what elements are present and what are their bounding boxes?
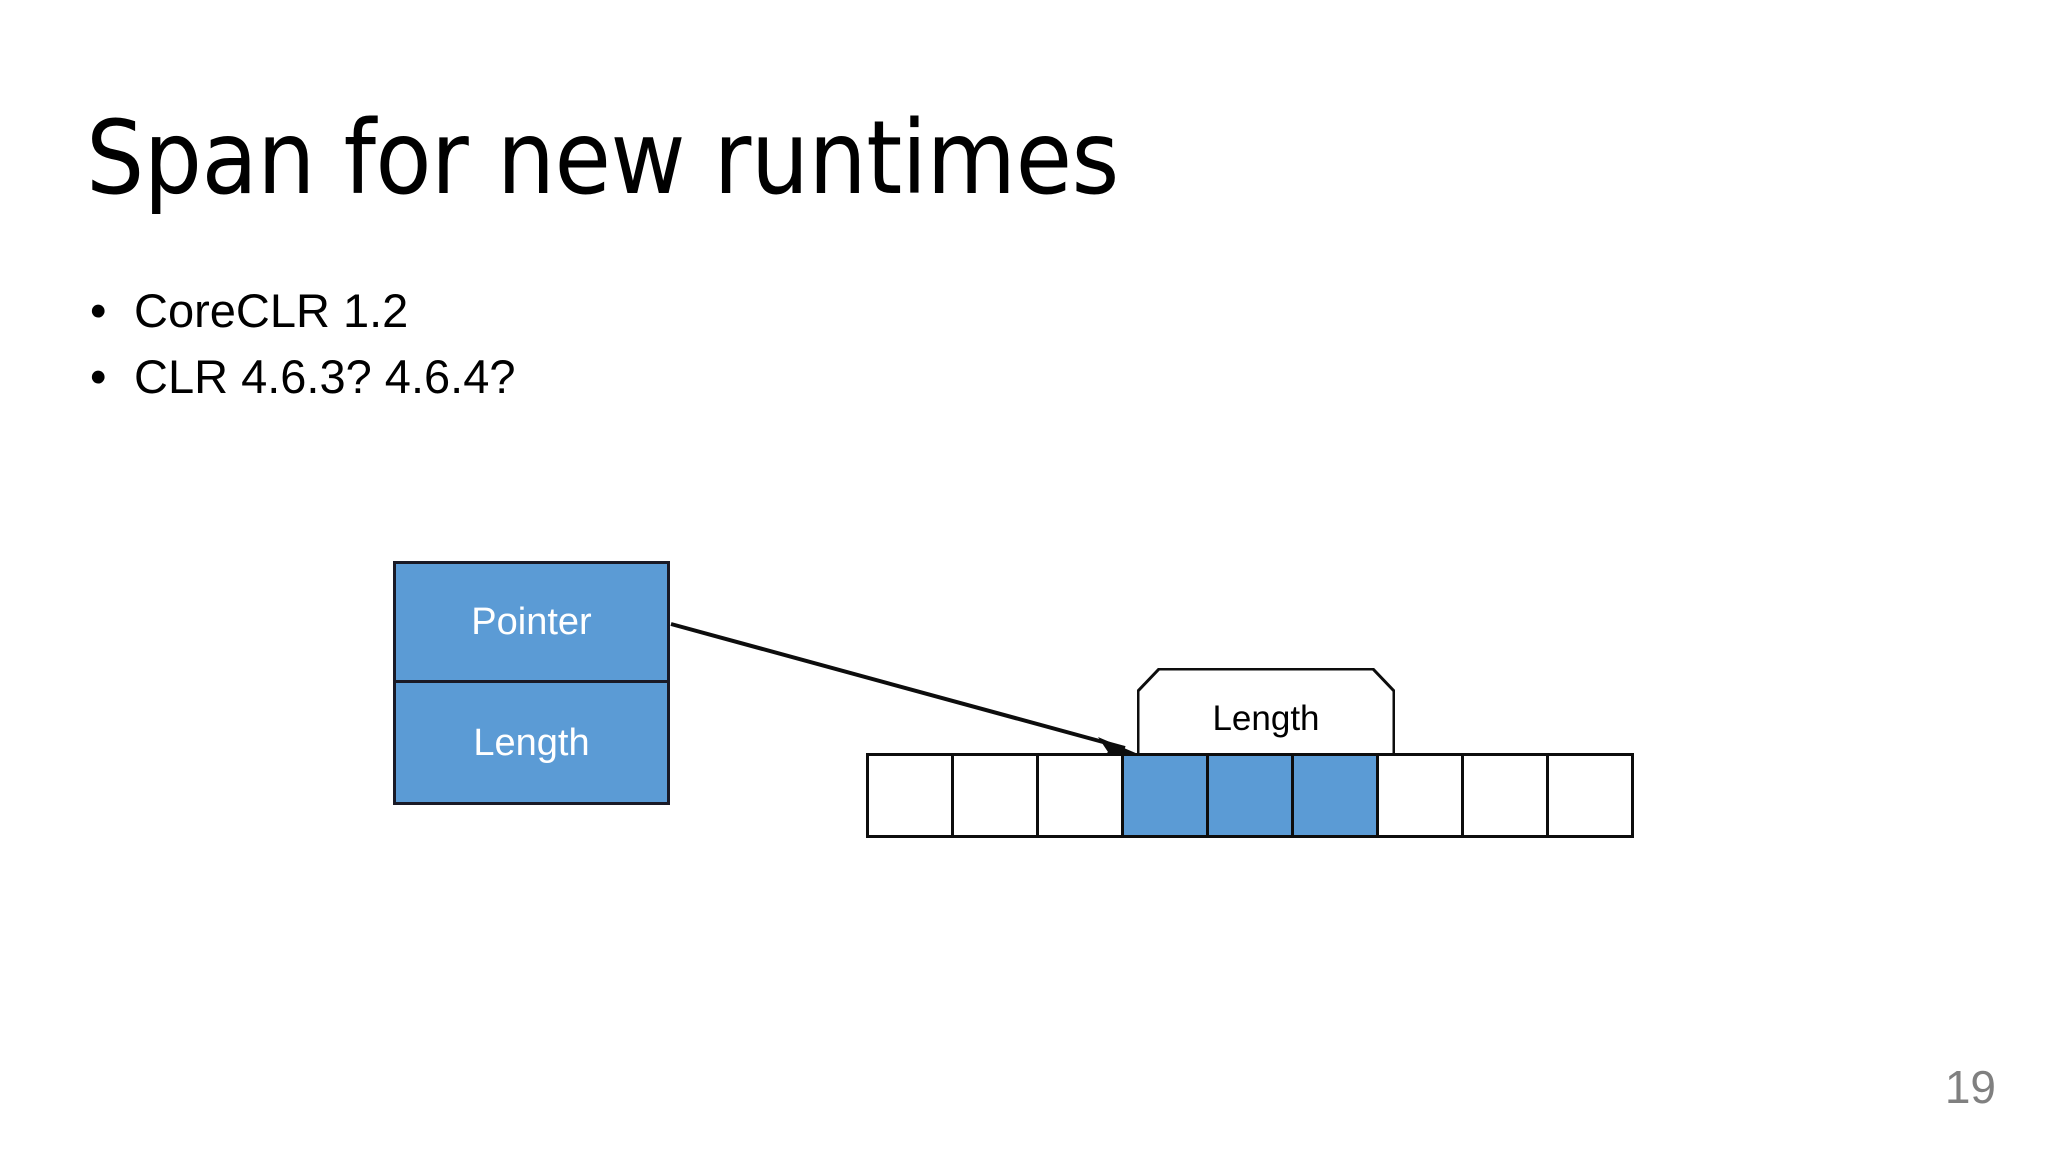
bullet-list: • CoreCLR 1.2 • CLR 4.6.3? 4.6.4? (86, 278, 1586, 410)
memory-cell (1546, 753, 1634, 838)
list-item-label: CLR 4.6.3? 4.6.4? (134, 350, 516, 403)
memory-cell (866, 753, 954, 838)
list-item: • CoreCLR 1.2 (86, 278, 1586, 344)
memory-cell-highlighted (1121, 753, 1209, 838)
span-field-pointer: Pointer (396, 564, 667, 683)
bullet-marker-icon: • (90, 284, 107, 337)
list-item-label: CoreCLR 1.2 (134, 284, 409, 337)
length-callout: Length (1137, 668, 1395, 756)
memory-cell (1376, 753, 1464, 838)
memory-cell-highlighted (1206, 753, 1294, 838)
bullet-marker-icon: • (90, 350, 107, 403)
list-item: • CLR 4.6.3? 4.6.4? (86, 344, 1586, 410)
memory-array (866, 753, 1634, 838)
page-number: 19 (1944, 1061, 1996, 1113)
memory-cell (1461, 753, 1549, 838)
memory-cell-highlighted (1291, 753, 1379, 838)
memory-cell (1036, 753, 1124, 838)
span-field-length-label: Length (473, 721, 590, 764)
length-callout-label: Length (1212, 699, 1320, 738)
page-title: Span for new runtimes (86, 99, 1119, 218)
span-struct-box: Pointer Length (393, 561, 670, 805)
span-field-length: Length (396, 683, 667, 802)
memory-cell (951, 753, 1039, 838)
span-field-pointer-label: Pointer (471, 601, 592, 643)
